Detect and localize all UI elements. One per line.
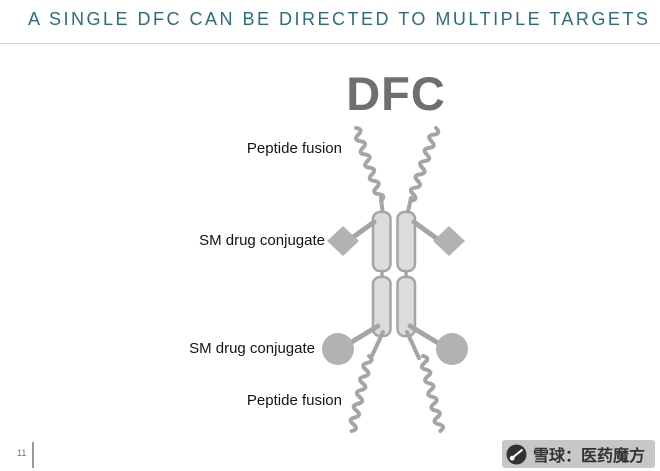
watermark-badge: 雪球：医药魔方 [501,440,655,468]
label-sm-drug-conjugate-upper: SM drug conjugate [199,232,325,249]
label-sm-drug-conjugate-lower: SM drug conjugate [189,340,315,357]
watermark-text: 雪球：医药魔方 [532,448,645,465]
label-peptide-fusion-top: Peptide fusion [246,140,342,157]
sm-drug-circle-left-icon [322,323,381,365]
sm-drug-diamond-left-icon [327,219,377,256]
sm-drug-diamond-right-icon [411,219,465,256]
peptide-chain-bottom-left-icon [346,330,385,434]
label-peptide-fusion-bottom: Peptide fusion [246,392,342,409]
peptide-chain-bottom-right-icon [405,330,446,434]
title-divider [0,43,660,44]
page-number-divider [32,442,34,468]
sm-drug-circle-right-icon [407,323,468,365]
slide-title: A SINGLE DFC CAN BE DIRECTED TO MULTIPLE… [28,9,651,29]
page-number: 11 [17,448,27,458]
fc-domain-rects [371,210,417,338]
peptide-chain-top-right-icon [405,124,442,218]
dfc-heading: DFC [346,67,446,120]
xueqiu-logo-icon [506,444,527,464]
hinge-connectors [380,266,408,282]
peptide-chain-top-left-icon [350,124,387,218]
